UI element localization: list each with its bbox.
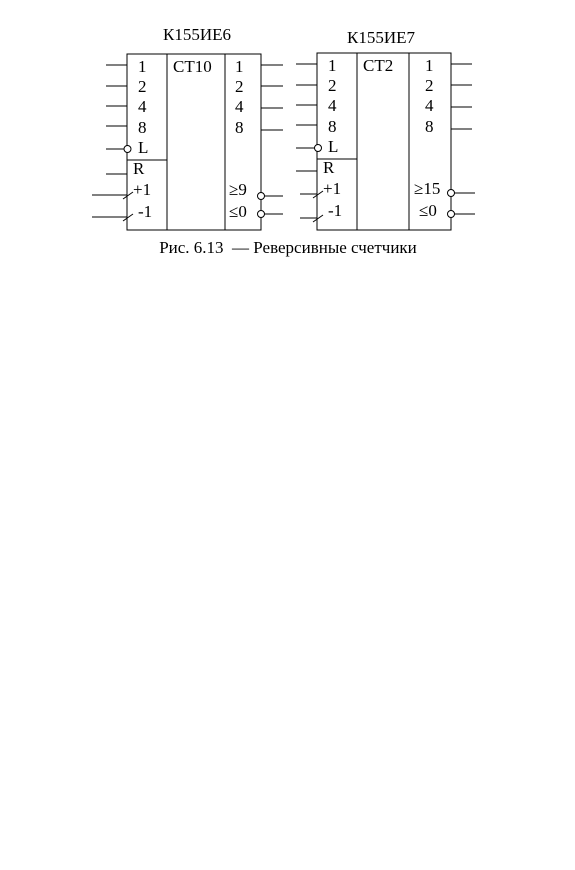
output-label-carry: ≥9 [229,180,247,199]
output-label-4: 4 [235,97,244,116]
load-inversion-bubble [314,144,322,152]
output-label-2: 2 [235,77,244,96]
count-down-edge-mark [122,213,134,222]
borrow-inversion-bubble [257,210,265,218]
input-label-reset: R [133,159,145,178]
input-label-8: 8 [138,118,147,137]
chip-title: К155ИЕ6 [163,25,231,44]
input-label-reset: R [323,158,335,177]
borrow-inversion-bubble [447,210,455,218]
chip-body [126,53,262,231]
function-label: CT2 [363,56,393,75]
input-label-2: 2 [138,77,147,96]
count-up-edge-mark [122,191,134,200]
output-label-borrow: ≤0 [419,201,437,220]
input-label-count-down: -1 [328,201,342,220]
output-label-carry: ≥15 [414,179,440,198]
output-label-8: 8 [235,118,244,137]
chip-k155ie6: К155ИЕ6 CT10 1 2 4 8 L R +1 -1 1 2 4 8 ≥… [92,25,283,231]
input-label-1: 1 [328,56,337,75]
input-label-load: L [328,137,338,156]
input-label-count-up: +1 [133,180,151,199]
output-label-4: 4 [425,96,434,115]
carry-inversion-bubble [257,192,265,200]
output-label-8: 8 [425,117,434,136]
input-label-count-up: +1 [323,179,341,198]
function-label: CT10 [173,57,212,76]
input-label-1: 1 [138,57,147,76]
input-label-4: 4 [138,97,147,116]
chip-title: К155ИЕ7 [347,28,416,47]
load-inversion-bubble [123,145,132,153]
input-label-count-down: -1 [138,202,152,221]
output-label-borrow: ≤0 [229,202,247,221]
count-up-edge-mark [312,190,324,199]
chip-body [316,52,452,231]
output-label-2: 2 [425,76,434,95]
output-label-1: 1 [235,57,244,76]
input-label-2: 2 [328,76,337,95]
carry-inversion-bubble [447,189,455,197]
chip-k155ie7: К155ИЕ7 CT2 1 2 4 8 L R +1 -1 1 2 4 8 ≥1… [296,28,475,231]
output-label-1: 1 [425,56,434,75]
input-label-load: L [138,138,148,157]
figure-caption: Рис. 6.13 — Реверсивные счетчики [159,238,417,257]
count-down-edge-mark [312,214,324,223]
input-label-4: 4 [328,96,337,115]
input-label-8: 8 [328,117,337,136]
